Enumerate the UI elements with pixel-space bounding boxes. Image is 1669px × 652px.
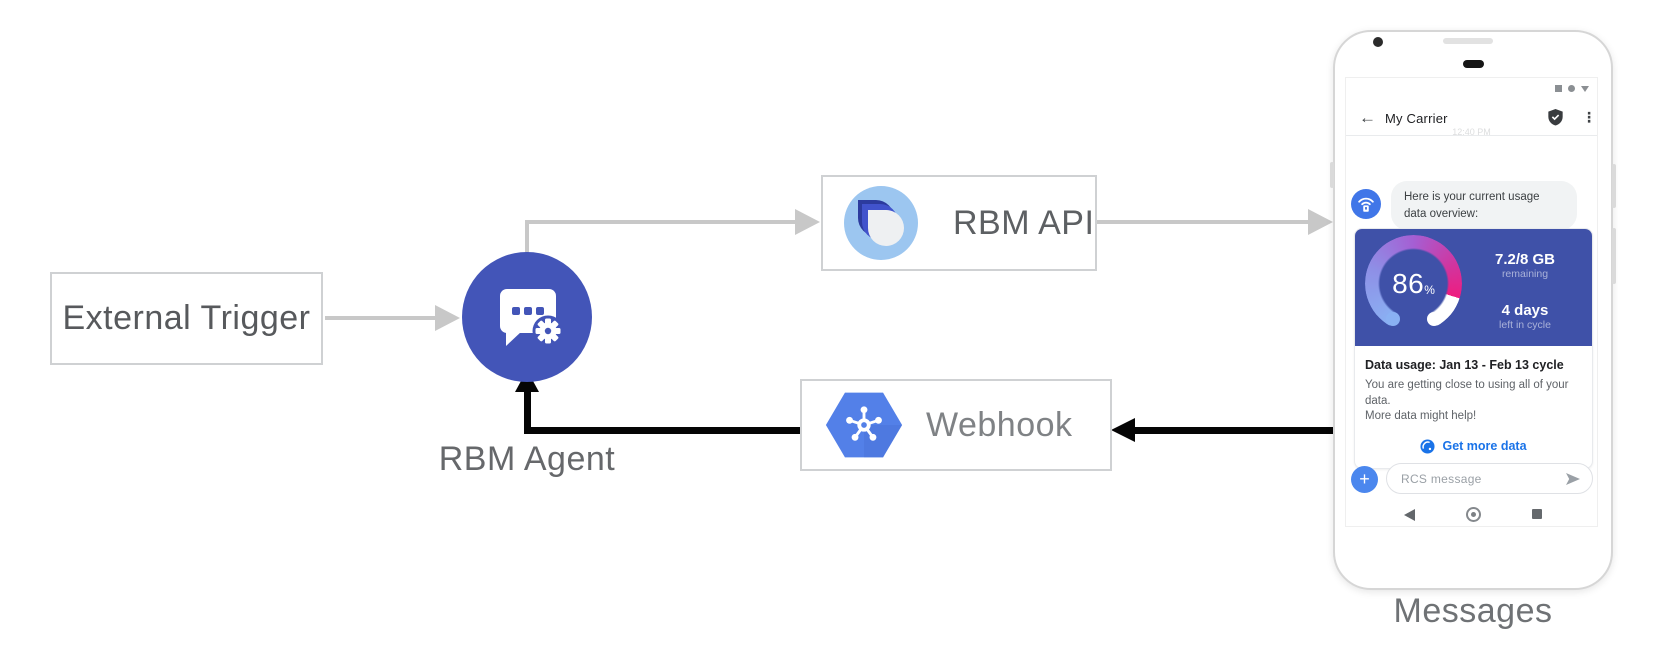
connector-api-to-phone (1097, 220, 1310, 224)
rcs-message-input[interactable] (1399, 465, 1553, 493)
message-timestamp: 12:40 PM (1452, 127, 1491, 137)
connector-phone-to-webhook (1134, 427, 1334, 434)
webhook-hexagon-icon (824, 389, 904, 461)
usage-card-body-line2: More data might help! (1365, 410, 1477, 423)
connector-agent-to-api-vertical (525, 224, 529, 254)
status-triangle-icon (1581, 85, 1589, 92)
external-trigger-node: External Trigger (50, 272, 323, 365)
status-bar (1555, 85, 1589, 92)
webhook-label: Webhook (926, 405, 1073, 444)
gauge-end-cap (1427, 312, 1441, 326)
rbm-api-label: RBM API (953, 203, 1095, 242)
connector-agent-to-api-horizontal (525, 220, 797, 224)
usage-card-body: Data usage: Jan 13 - Feb 13 cycle You ar… (1355, 346, 1592, 454)
webhook-node: Webhook (800, 379, 1112, 471)
verified-shield-icon (1548, 109, 1563, 126)
connector-webhook-to-agent-horizontal (524, 427, 800, 434)
globe-icon (1420, 439, 1435, 454)
usage-stats: 7.2/8 GB remaining 4 days left in cycle (1466, 229, 1584, 346)
arrowhead-agent-to-api (795, 209, 820, 235)
nav-recents-icon[interactable] (1532, 509, 1542, 519)
data-remaining-value: 7.2/8 GB (1494, 251, 1556, 268)
connector-webhook-to-agent-vertical (524, 390, 531, 434)
hotspot-antenna-icon (1355, 193, 1377, 215)
usage-card-body-line1: You are getting close to using all of yo… (1365, 379, 1569, 407)
volume-button (1612, 228, 1616, 284)
gauge-start-cap (1386, 312, 1400, 326)
attach-plus-button[interactable]: + (1351, 466, 1378, 493)
phone-screen: ← My Carrier ⋮ 12:40 PM (1345, 77, 1598, 527)
external-trigger-label: External Trigger (62, 299, 311, 337)
connector-trigger-to-agent (325, 316, 437, 320)
phone-mockup: ← My Carrier ⋮ 12:40 PM (1330, 30, 1616, 590)
get-more-data-label: Get more data (1442, 439, 1527, 454)
usage-card-header: 86 % 7.2/8 GB remaining 4 days left in c… (1355, 229, 1592, 346)
overflow-menu-icon[interactable]: ⋮ (1582, 109, 1597, 125)
arrowhead-trigger-to-agent (435, 305, 460, 331)
earpiece (1463, 60, 1484, 68)
arrowhead-api-to-phone (1308, 209, 1333, 235)
android-navbar (1346, 506, 1597, 526)
gauge-percent-value: 86 (1392, 267, 1425, 299)
top-speaker-slot (1443, 38, 1493, 44)
days-left-label: left in cycle (1499, 319, 1551, 331)
usage-card-title: Data usage: Jan 13 - Feb 13 cycle (1365, 358, 1564, 372)
rbm-api-node: RBM API (821, 175, 1097, 271)
avatar (1351, 189, 1381, 219)
gauge-percent-sign: % (1424, 282, 1435, 297)
nav-home-icon[interactable] (1466, 507, 1481, 522)
nav-back-icon[interactable] (1404, 509, 1415, 521)
agent-message-bubble: Here is your current usage data overview… (1391, 181, 1577, 231)
compose-field[interactable] (1386, 463, 1593, 494)
status-square-icon (1555, 85, 1562, 92)
front-camera (1373, 37, 1383, 47)
conversation-title: My Carrier (1385, 111, 1448, 126)
sim-tray (1330, 162, 1334, 188)
back-arrow-icon[interactable]: ← (1359, 108, 1376, 127)
power-button (1612, 164, 1616, 208)
usage-rich-card: 86 % 7.2/8 GB remaining 4 days left in c… (1354, 228, 1593, 469)
usage-gauge: 86 % (1365, 235, 1462, 332)
messages-caption: Messages (1393, 592, 1553, 630)
days-left-value: 4 days (1501, 302, 1549, 319)
get-more-data-button[interactable]: Get more data (1365, 439, 1582, 454)
gauge-ring (1365, 235, 1462, 332)
rbm-agent-label: RBM Agent (438, 440, 616, 478)
nav-home-dot (1471, 512, 1476, 517)
send-icon[interactable] (1565, 472, 1581, 486)
data-remaining-label: remaining (1501, 268, 1549, 280)
arrowhead-phone-to-webhook (1111, 418, 1135, 442)
rbm-agent-node (462, 252, 592, 382)
header-divider (1346, 135, 1597, 136)
rbm-api-logo-icon (843, 185, 919, 261)
chat-bubble-gear-icon (489, 284, 565, 350)
status-circle-icon (1568, 85, 1575, 92)
